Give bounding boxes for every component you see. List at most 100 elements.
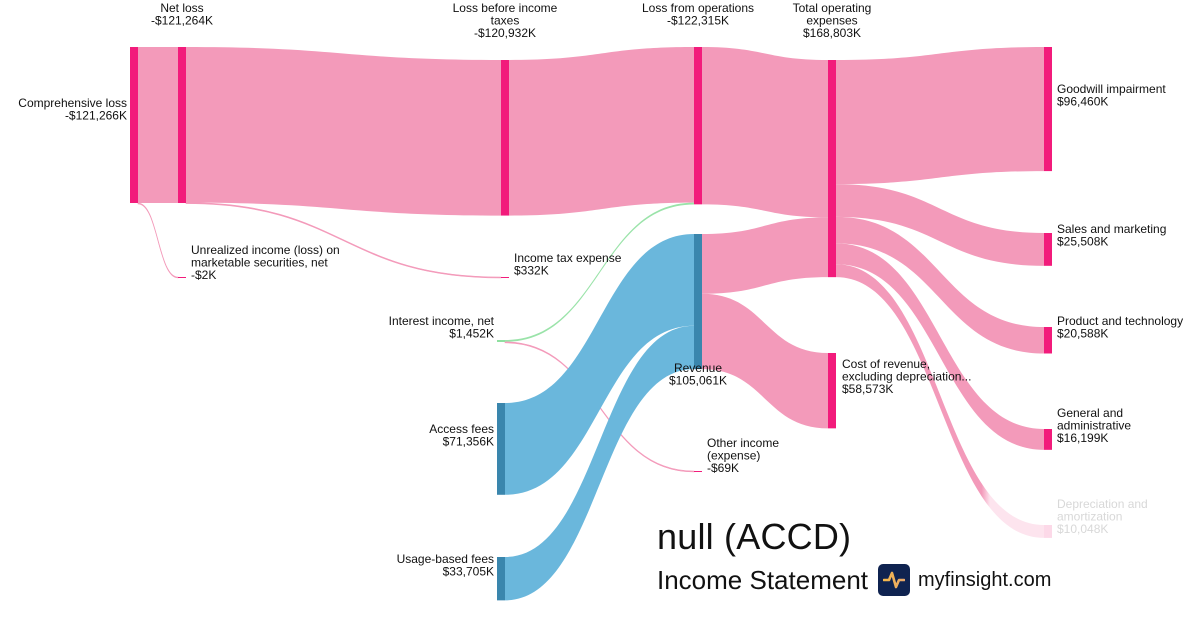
label-net-loss: Net loss-$121,264K	[151, 1, 213, 28]
node-total-opex[interactable]	[828, 60, 836, 278]
link-revenue-to-cost_of_revenue	[702, 293, 828, 429]
label-loss-from-ops: Loss from operations-$122,315K	[642, 1, 754, 28]
link-total_opex-to-goodwill	[836, 47, 1044, 185]
label-cost-of-revenue: Cost of revenue,excluding depreciation..…	[842, 357, 971, 396]
link-usage_fees-to-revenue	[505, 325, 694, 601]
link-total_opex-to-g_and_a	[836, 243, 1044, 450]
link-access_fees-to-revenue	[505, 234, 694, 495]
node-name: Revenue	[674, 361, 722, 375]
node-net-loss[interactable]	[178, 47, 186, 203]
pulse-line-icon	[878, 564, 910, 596]
link-loss_before_tax-to-loss_from_ops	[509, 47, 694, 216]
node-income-tax[interactable]	[501, 277, 509, 278]
link-comprehensive_loss-to-unrealized	[137, 202, 179, 279]
sankey-links	[137, 47, 1044, 601]
node-sales-marketing[interactable]	[1044, 233, 1052, 266]
node-value: $58,573K	[842, 382, 893, 396]
node-name: Unrealized income (loss) on	[191, 243, 340, 257]
company-title: null (ACCD)	[657, 516, 852, 557]
link-interest_income-to-loss_from_ops	[505, 202, 694, 342]
link-total_opex-to-d_and_a	[836, 264, 1044, 538]
node-name: amortization	[1057, 510, 1122, 524]
label-interest-income: Interest income, net$1,452K	[389, 314, 495, 341]
node-name: Interest income, net	[389, 314, 495, 328]
node-name: Income tax expense	[514, 251, 622, 265]
node-usage-fees[interactable]	[497, 557, 505, 601]
node-name: Other income	[707, 436, 779, 450]
node-unrealized[interactable]	[178, 277, 186, 278]
node-name: Sales and marketing	[1057, 222, 1166, 236]
node-other-income[interactable]	[694, 471, 702, 472]
label-goodwill: Goodwill impairment$96,460K	[1057, 82, 1166, 109]
node-name: excluding depreciation...	[842, 370, 971, 384]
node-value: $71,356K	[443, 435, 494, 449]
node-d-and-a[interactable]	[1044, 525, 1052, 538]
link-revenue-to-total_opex	[702, 217, 828, 294]
node-value: -$2K	[191, 268, 216, 282]
label-product-tech: Product and technology$20,588K	[1057, 314, 1183, 341]
node-loss-from-ops[interactable]	[694, 47, 702, 205]
node-cost-of-revenue[interactable]	[828, 353, 836, 429]
label-sales-marketing: Sales and marketing$25,508K	[1057, 222, 1166, 249]
node-name: Loss before income	[453, 1, 558, 15]
node-name: Depreciation and	[1057, 497, 1148, 511]
node-value: $10,048K	[1057, 522, 1108, 536]
link-total_opex-to-sales_marketing	[836, 184, 1044, 266]
node-value: $1,452K	[449, 327, 494, 341]
label-usage-fees: Usage-based fees$33,705K	[397, 552, 494, 579]
node-value: -$121,266K	[65, 109, 127, 123]
node-loss-before-tax[interactable]	[501, 60, 509, 216]
label-other-income: Other income(expense)-$69K	[707, 436, 779, 475]
node-name: Goodwill impairment	[1057, 82, 1166, 96]
node-name: Usage-based fees	[397, 552, 494, 566]
node-name: Cost of revenue,	[842, 357, 930, 371]
label-comprehensive-loss: Comprehensive loss-$121,266K	[18, 96, 127, 123]
node-value: -$120,932K	[474, 26, 536, 40]
footer-subline: Income Statement myfinsight.com	[657, 563, 1051, 597]
link-comprehensive_loss-to-net_loss	[138, 47, 178, 203]
node-value: $332K	[514, 264, 549, 278]
node-name: General and	[1057, 406, 1123, 420]
link-net_loss-to-loss_before_tax	[186, 47, 501, 216]
node-name: Net loss	[160, 1, 203, 15]
node-revenue[interactable]	[694, 234, 702, 370]
node-value: $168,803K	[803, 26, 861, 40]
node-access-fees[interactable]	[497, 403, 505, 495]
node-value: $33,705K	[443, 565, 494, 579]
node-name: Access fees	[429, 422, 494, 436]
node-name: (expense)	[707, 449, 760, 463]
node-name: Comprehensive loss	[18, 96, 127, 110]
link-total_opex-to-product_tech	[836, 216, 1044, 354]
label-income-tax: Income tax expense$332K	[514, 251, 622, 278]
node-value: $105,061K	[669, 374, 727, 388]
brand-link[interactable]: myfinsight.com	[918, 568, 1052, 591]
node-value: -$121,264K	[151, 14, 213, 28]
node-value: $16,199K	[1057, 431, 1108, 445]
chart-footer: null (ACCD) Income Statement myfinsight.…	[657, 515, 1051, 597]
sankey-nodes	[130, 47, 1052, 601]
statement-title: Income Statement	[657, 565, 868, 595]
node-value: $96,460K	[1057, 95, 1108, 109]
label-access-fees: Access fees$71,356K	[429, 422, 494, 449]
node-goodwill[interactable]	[1044, 47, 1052, 172]
node-product-tech[interactable]	[1044, 327, 1052, 354]
label-revenue: Revenue$105,061K	[669, 361, 727, 388]
node-comprehensive-loss[interactable]	[130, 47, 138, 203]
node-value: $20,588K	[1057, 327, 1108, 341]
node-value: $25,508K	[1057, 235, 1108, 249]
node-value: -$69K	[707, 461, 739, 475]
node-name: Product and technology	[1057, 314, 1183, 328]
link-loss_from_ops-to-total_opex	[702, 47, 828, 218]
node-interest-income[interactable]	[497, 340, 505, 342]
node-name: expenses	[806, 14, 857, 28]
node-name: taxes	[491, 14, 520, 28]
node-name: Total operating	[793, 1, 872, 15]
node-g-and-a[interactable]	[1044, 429, 1052, 450]
